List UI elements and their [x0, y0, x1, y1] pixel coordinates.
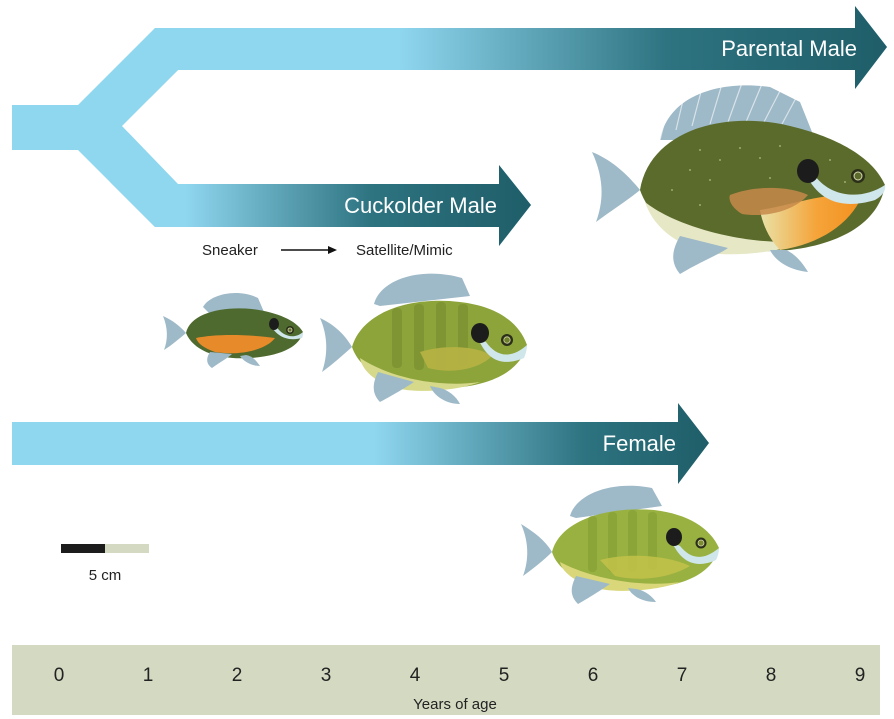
female-fish — [521, 486, 719, 604]
axis-tick-2: 2 — [232, 665, 243, 686]
sneaker-to-satellite-arrow — [281, 246, 337, 254]
age-axis: 0 1 2 3 4 5 6 7 8 9 Years of age — [12, 645, 880, 715]
parental-male-arrow: Parental Male — [100, 6, 887, 98]
axis-tick-8: 8 — [766, 665, 777, 686]
female-label: Female — [603, 431, 676, 456]
axis-tick-0: 0 — [54, 665, 65, 686]
axis-tick-5: 5 — [499, 665, 510, 686]
axis-title: Years of age — [413, 696, 497, 713]
axis-tick-1: 1 — [143, 665, 154, 686]
sneaker-fish — [163, 293, 303, 368]
satellite-fish — [320, 274, 527, 404]
female-arrow: Female — [12, 403, 709, 484]
axis-tick-9: 9 — [855, 665, 866, 686]
cuckolder-male-label: Cuckolder Male — [344, 193, 497, 218]
satellite-mimic-label: Satellite/Mimic — [356, 242, 453, 259]
axis-tick-6: 6 — [588, 665, 599, 686]
axis-tick-3: 3 — [321, 665, 332, 686]
axis-tick-4: 4 — [410, 665, 421, 686]
parental-male-label: Parental Male — [721, 36, 857, 61]
sneaker-label: Sneaker — [202, 242, 258, 259]
cuckolder-male-arrow: Cuckolder Male — [110, 165, 531, 246]
parental-male-fish — [592, 83, 885, 274]
scale-bar: 5 cm — [61, 544, 149, 584]
scale-bar-label: 5 cm — [89, 567, 122, 584]
axis-tick-7: 7 — [677, 665, 688, 686]
